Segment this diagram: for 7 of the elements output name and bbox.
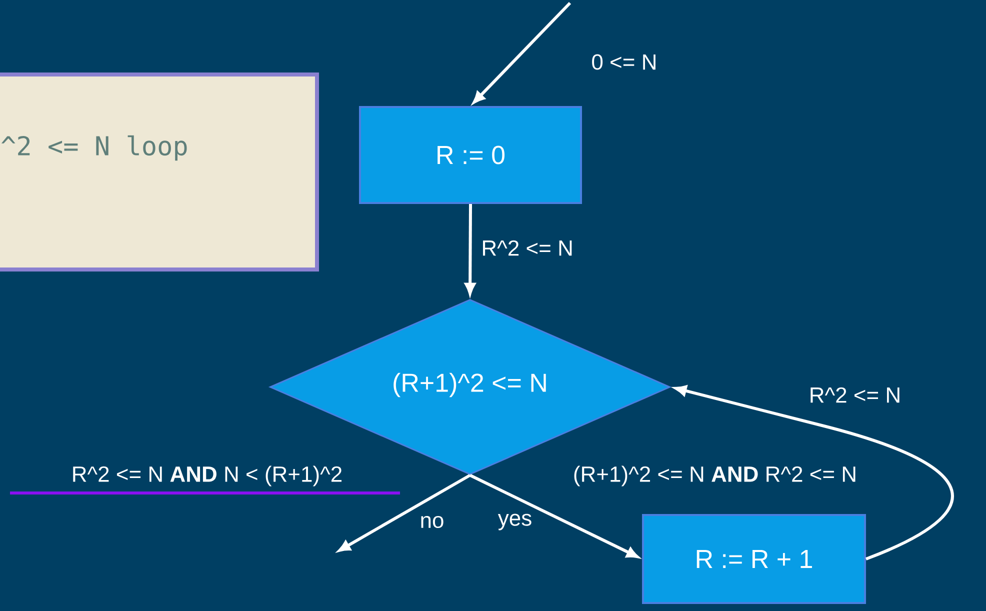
edge-label: no	[421, 516, 444, 528]
arrow	[338, 474, 471, 552]
code-box: ^2 <= N loop	[0, 72, 319, 272]
edge-label: 0 <= N	[592, 54, 656, 70]
process-box: R := 0	[359, 106, 582, 204]
arrow	[473, 2, 572, 104]
edge-label: R^2 <= N	[483, 240, 572, 256]
